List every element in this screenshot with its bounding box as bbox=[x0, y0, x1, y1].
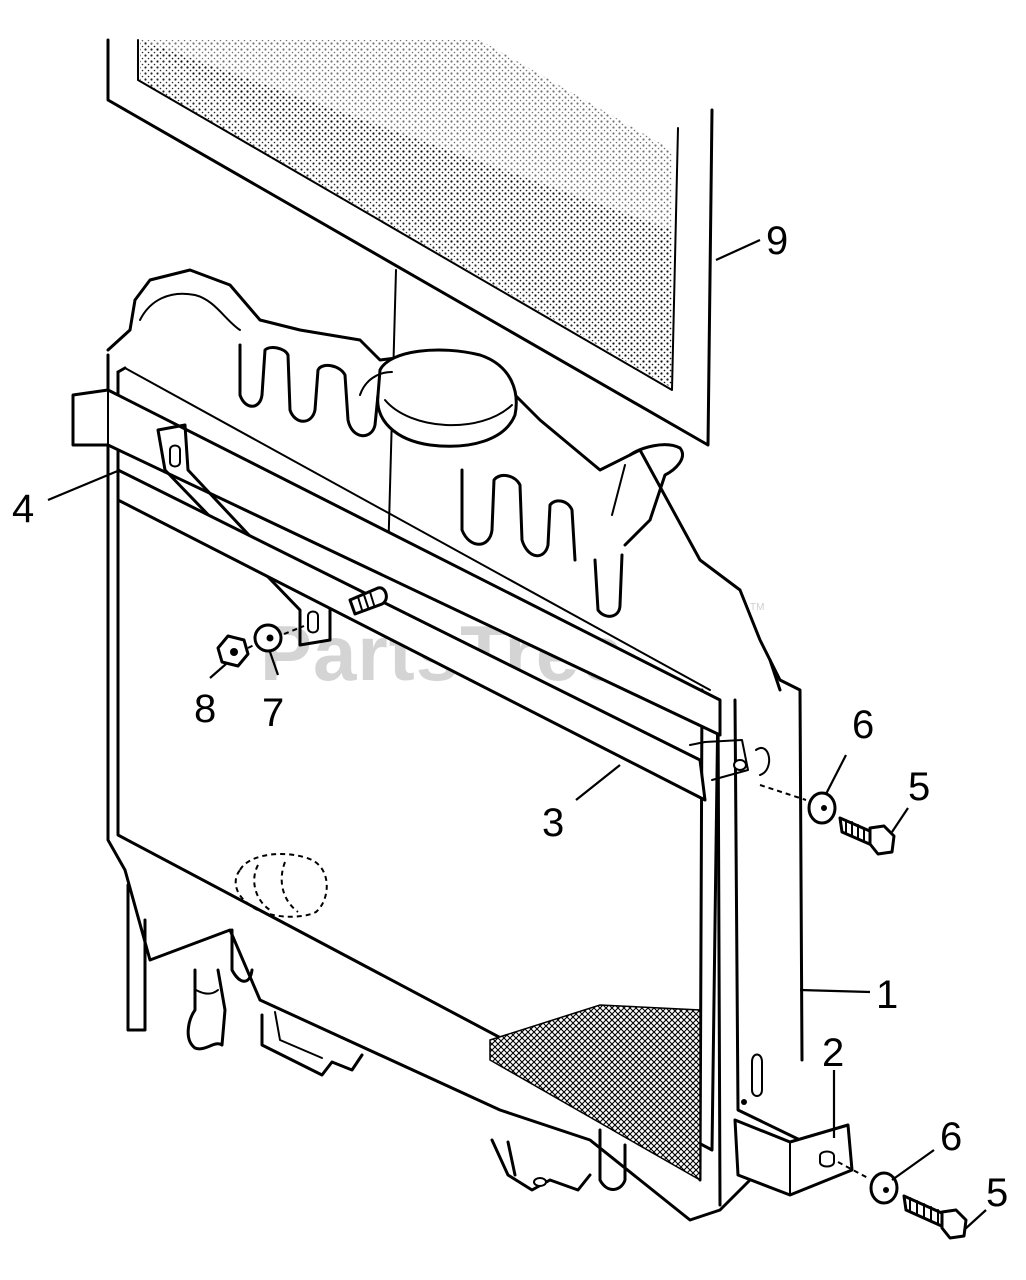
part-1-radiator bbox=[106, 268, 804, 1222]
part-6-washer-lower bbox=[869, 1171, 899, 1205]
leader-lines bbox=[47, 238, 987, 1231]
callouts: 1 2 3 4 5 5 6 6 7 8 9 bbox=[12, 219, 1008, 1215]
leader-5b bbox=[963, 1209, 987, 1231]
assembly-line-upper bbox=[759, 784, 807, 801]
leader-6a bbox=[825, 754, 847, 795]
leader-4 bbox=[47, 468, 121, 502]
callout-6-lower: 6 bbox=[940, 1115, 962, 1159]
part-2-bracket bbox=[733, 1118, 869, 1197]
callout-9: 9 bbox=[766, 219, 788, 263]
callout-6-upper: 6 bbox=[852, 703, 874, 747]
part-5-bolt-lower bbox=[902, 1194, 968, 1240]
leader-9 bbox=[715, 238, 761, 262]
strut-bolt bbox=[348, 586, 388, 616]
callout-7: 7 bbox=[262, 691, 284, 735]
part-7-washer bbox=[253, 623, 305, 653]
leader-8 bbox=[209, 663, 227, 679]
callout-8: 8 bbox=[194, 687, 216, 731]
leader-3 bbox=[575, 764, 621, 801]
callout-3: 3 bbox=[542, 801, 564, 845]
leader-5a bbox=[891, 807, 909, 833]
part-6-washer-upper bbox=[807, 791, 837, 825]
part-5-bolt-upper bbox=[838, 816, 896, 856]
leader-1 bbox=[799, 988, 871, 994]
part-8-nut bbox=[216, 634, 257, 668]
leader-6b bbox=[891, 1149, 935, 1181]
leader-7 bbox=[268, 651, 280, 676]
callout-5-lower: 5 bbox=[986, 1171, 1008, 1215]
callout-2: 2 bbox=[822, 1031, 844, 1075]
callout-1: 1 bbox=[876, 973, 898, 1017]
watermark-trademark: TM bbox=[750, 602, 764, 613]
callout-5-upper: 5 bbox=[908, 765, 930, 809]
callout-4: 4 bbox=[12, 487, 34, 531]
part-3-rail bbox=[116, 468, 771, 802]
part-9-screen bbox=[106, 38, 714, 447]
